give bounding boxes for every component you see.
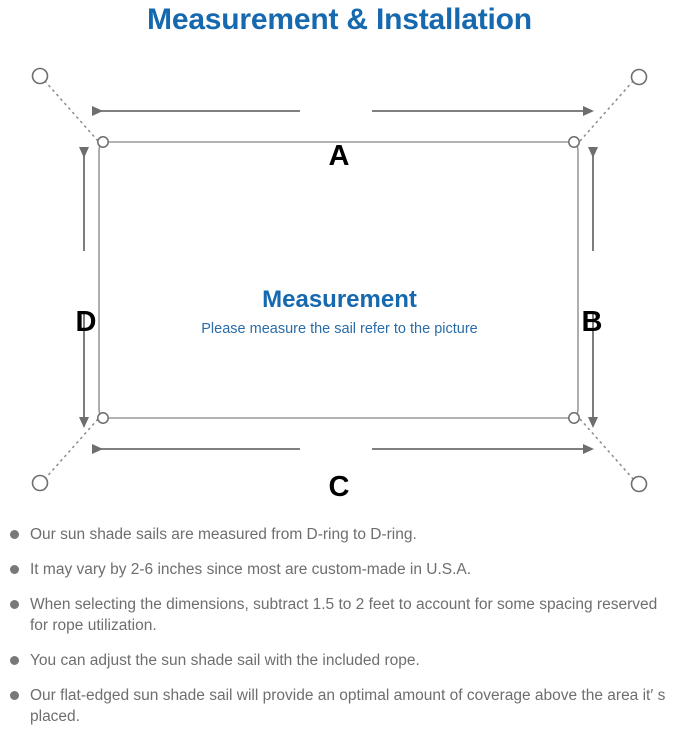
d-ring-top-right — [568, 136, 580, 148]
d-ring-bottom-right — [568, 412, 580, 424]
sail-shape — [98, 141, 579, 419]
bullet-icon — [10, 656, 19, 665]
list-item: Our flat-edged sun shade sail will provi… — [0, 685, 679, 727]
sail-outline — [98, 141, 579, 419]
notes-list: Our sun shade sails are measured from D-… — [0, 524, 679, 741]
rope-top-right — [579, 79, 635, 142]
rope-bottom-left — [43, 418, 99, 481]
sail-sublabel: Please measure the sail refer to the pic… — [201, 321, 478, 337]
d-ring-bottom-left — [97, 412, 109, 424]
sail-label: Measurement — [262, 286, 417, 313]
anchor-points — [31, 67, 648, 493]
list-item: When selecting the dimensions, subtract … — [0, 594, 679, 636]
dimension-label-d: D — [75, 306, 97, 338]
dimension-label-c: C — [328, 471, 350, 503]
anchor-point-bottom-right — [630, 475, 648, 493]
note-text: Our flat-edged sun shade sail will provi… — [30, 687, 666, 725]
rope-bottom-right — [579, 418, 635, 481]
list-item: Our sun shade sails are measured from D-… — [0, 524, 679, 545]
anchor-point-bottom-left — [31, 474, 49, 492]
bullet-icon — [10, 600, 19, 609]
diagram-svg — [31, 67, 648, 493]
list-item: You can adjust the sun shade sail with t… — [0, 650, 679, 671]
page-title: Measurement & Installation — [147, 3, 532, 36]
bullet-icon — [10, 565, 19, 574]
dimension-label-b: B — [581, 306, 603, 338]
d-ring-top-left — [97, 136, 109, 148]
note-text: You can adjust the sun shade sail with t… — [30, 652, 420, 669]
note-text: It may vary by 2-6 inches since most are… — [30, 561, 472, 578]
note-text: Our sun shade sails are measured from D-… — [30, 526, 417, 543]
bullet-icon — [10, 530, 19, 539]
anchor-point-top-left — [31, 67, 49, 85]
list-item: It may vary by 2-6 inches since most are… — [0, 559, 679, 580]
note-text: When selecting the dimensions, subtract … — [30, 596, 658, 634]
rope-lines — [43, 79, 635, 481]
d-rings — [97, 136, 580, 424]
anchor-point-top-right — [630, 68, 648, 86]
rope-top-left — [43, 79, 99, 142]
bullet-icon — [10, 691, 19, 700]
measurement-diagram: A B C D Measurement Please measure the s… — [0, 46, 679, 516]
dimension-label-a: A — [328, 140, 350, 172]
